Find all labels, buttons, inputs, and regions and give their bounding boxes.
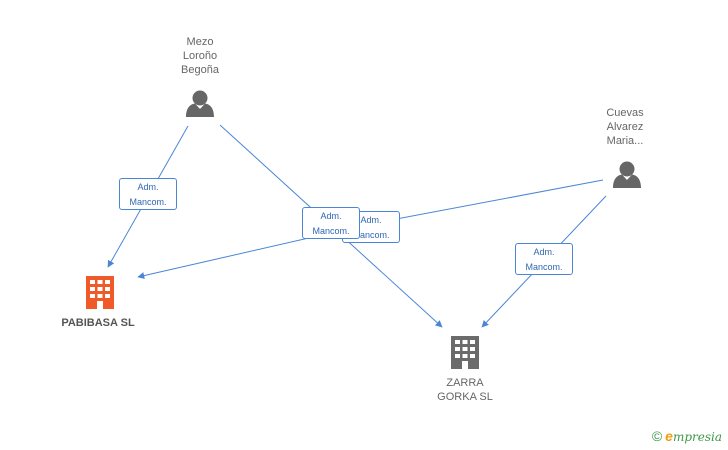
person-icon[interactable] bbox=[186, 90, 214, 118]
person-icon[interactable] bbox=[613, 161, 641, 189]
edge-label-line: Adm. bbox=[137, 182, 159, 192]
edge-label-mezo-zarra[interactable]: Adm. Mancom. bbox=[302, 207, 360, 239]
name-line: Cuevas bbox=[606, 107, 644, 119]
brand-initial: e bbox=[665, 428, 673, 444]
building-icon[interactable] bbox=[86, 276, 114, 309]
company-name-pabibasa[interactable]: PABIBASA SL bbox=[48, 316, 148, 330]
edge-label-cuevas-zarra[interactable]: Adm. Mancom. bbox=[515, 243, 573, 275]
edge-label-line: Adm. bbox=[320, 211, 342, 221]
edge-label-line: Mancom. bbox=[129, 197, 167, 207]
name-line: Begoña bbox=[181, 64, 219, 76]
person-name-cuevas[interactable]: Cuevas Alvarez Maria... bbox=[590, 106, 660, 148]
copyright-symbol: © bbox=[651, 428, 663, 444]
edge-label-line: Mancom. bbox=[312, 226, 350, 236]
name-line: GORKA SL bbox=[437, 391, 493, 403]
building-icon[interactable] bbox=[451, 336, 479, 369]
edge-cuevas-pabibasa-a bbox=[369, 179, 604, 225]
name-line: Alvarez bbox=[606, 121, 644, 133]
name-line: Mezo bbox=[186, 36, 214, 48]
brand-name: mpresia bbox=[672, 430, 722, 444]
edge-label-line: Adm. bbox=[360, 215, 382, 225]
empresia-logo: empresia bbox=[665, 428, 722, 444]
edge-label-line: Mancom. bbox=[352, 230, 390, 240]
person-name-mezo[interactable]: Mezo Loroño Begoña bbox=[165, 35, 235, 77]
empresia-watermark: © empresia bbox=[652, 428, 722, 444]
name-line: ZARRA bbox=[446, 377, 484, 389]
edge-label-mezo-pabibasa[interactable]: Adm. Mancom. bbox=[119, 178, 177, 210]
edge-label-line: Mancom. bbox=[525, 262, 563, 272]
name-line: Loroño bbox=[182, 50, 218, 62]
name-line: PABIBASA SL bbox=[61, 317, 135, 329]
company-name-zarra[interactable]: ZARRA GORKA SL bbox=[420, 376, 510, 404]
name-line: Maria... bbox=[606, 135, 644, 147]
edge-label-line: Adm. bbox=[533, 247, 555, 257]
